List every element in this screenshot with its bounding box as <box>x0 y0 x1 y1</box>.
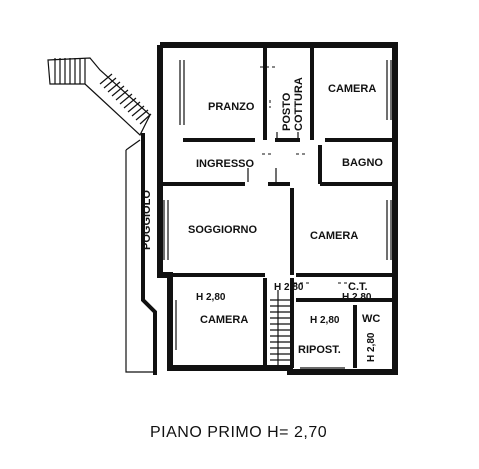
interior-walls <box>162 47 393 368</box>
height-stair-landing: H 2,80 <box>274 282 304 293</box>
height-wc: H 2,80 <box>366 332 377 362</box>
height-ct: H 2,80 <box>342 292 372 303</box>
label-pranzo: PRANZO <box>208 101 255 113</box>
label-camera-bottom: CAMERA <box>200 314 248 326</box>
label-wc: WC <box>362 313 380 325</box>
label-ripost: RIPOST. <box>298 344 341 356</box>
height-camera-bottom: H 2,80 <box>196 292 226 303</box>
label-posto-cottura: POSTOCOTTURA <box>281 77 305 131</box>
label-poggiolo: POGGIOLO <box>141 190 153 250</box>
height-ripost: H 2,80 <box>310 315 340 326</box>
label-camera-mid: CAMERA <box>310 230 358 242</box>
internal-staircase <box>270 290 290 368</box>
label-ingresso: INGRESSO <box>196 158 255 170</box>
plan-caption: PIANO PRIMO H= 2,70 <box>150 424 327 441</box>
label-ct: C.T. <box>348 281 368 293</box>
label-camera-top: CAMERA <box>328 83 376 95</box>
openings <box>163 60 392 369</box>
label-soggiorno: SOGGIORNO <box>188 224 258 236</box>
label-bagno: BAGNO <box>342 157 383 169</box>
external-staircase <box>47 57 152 136</box>
balcony <box>125 133 157 375</box>
